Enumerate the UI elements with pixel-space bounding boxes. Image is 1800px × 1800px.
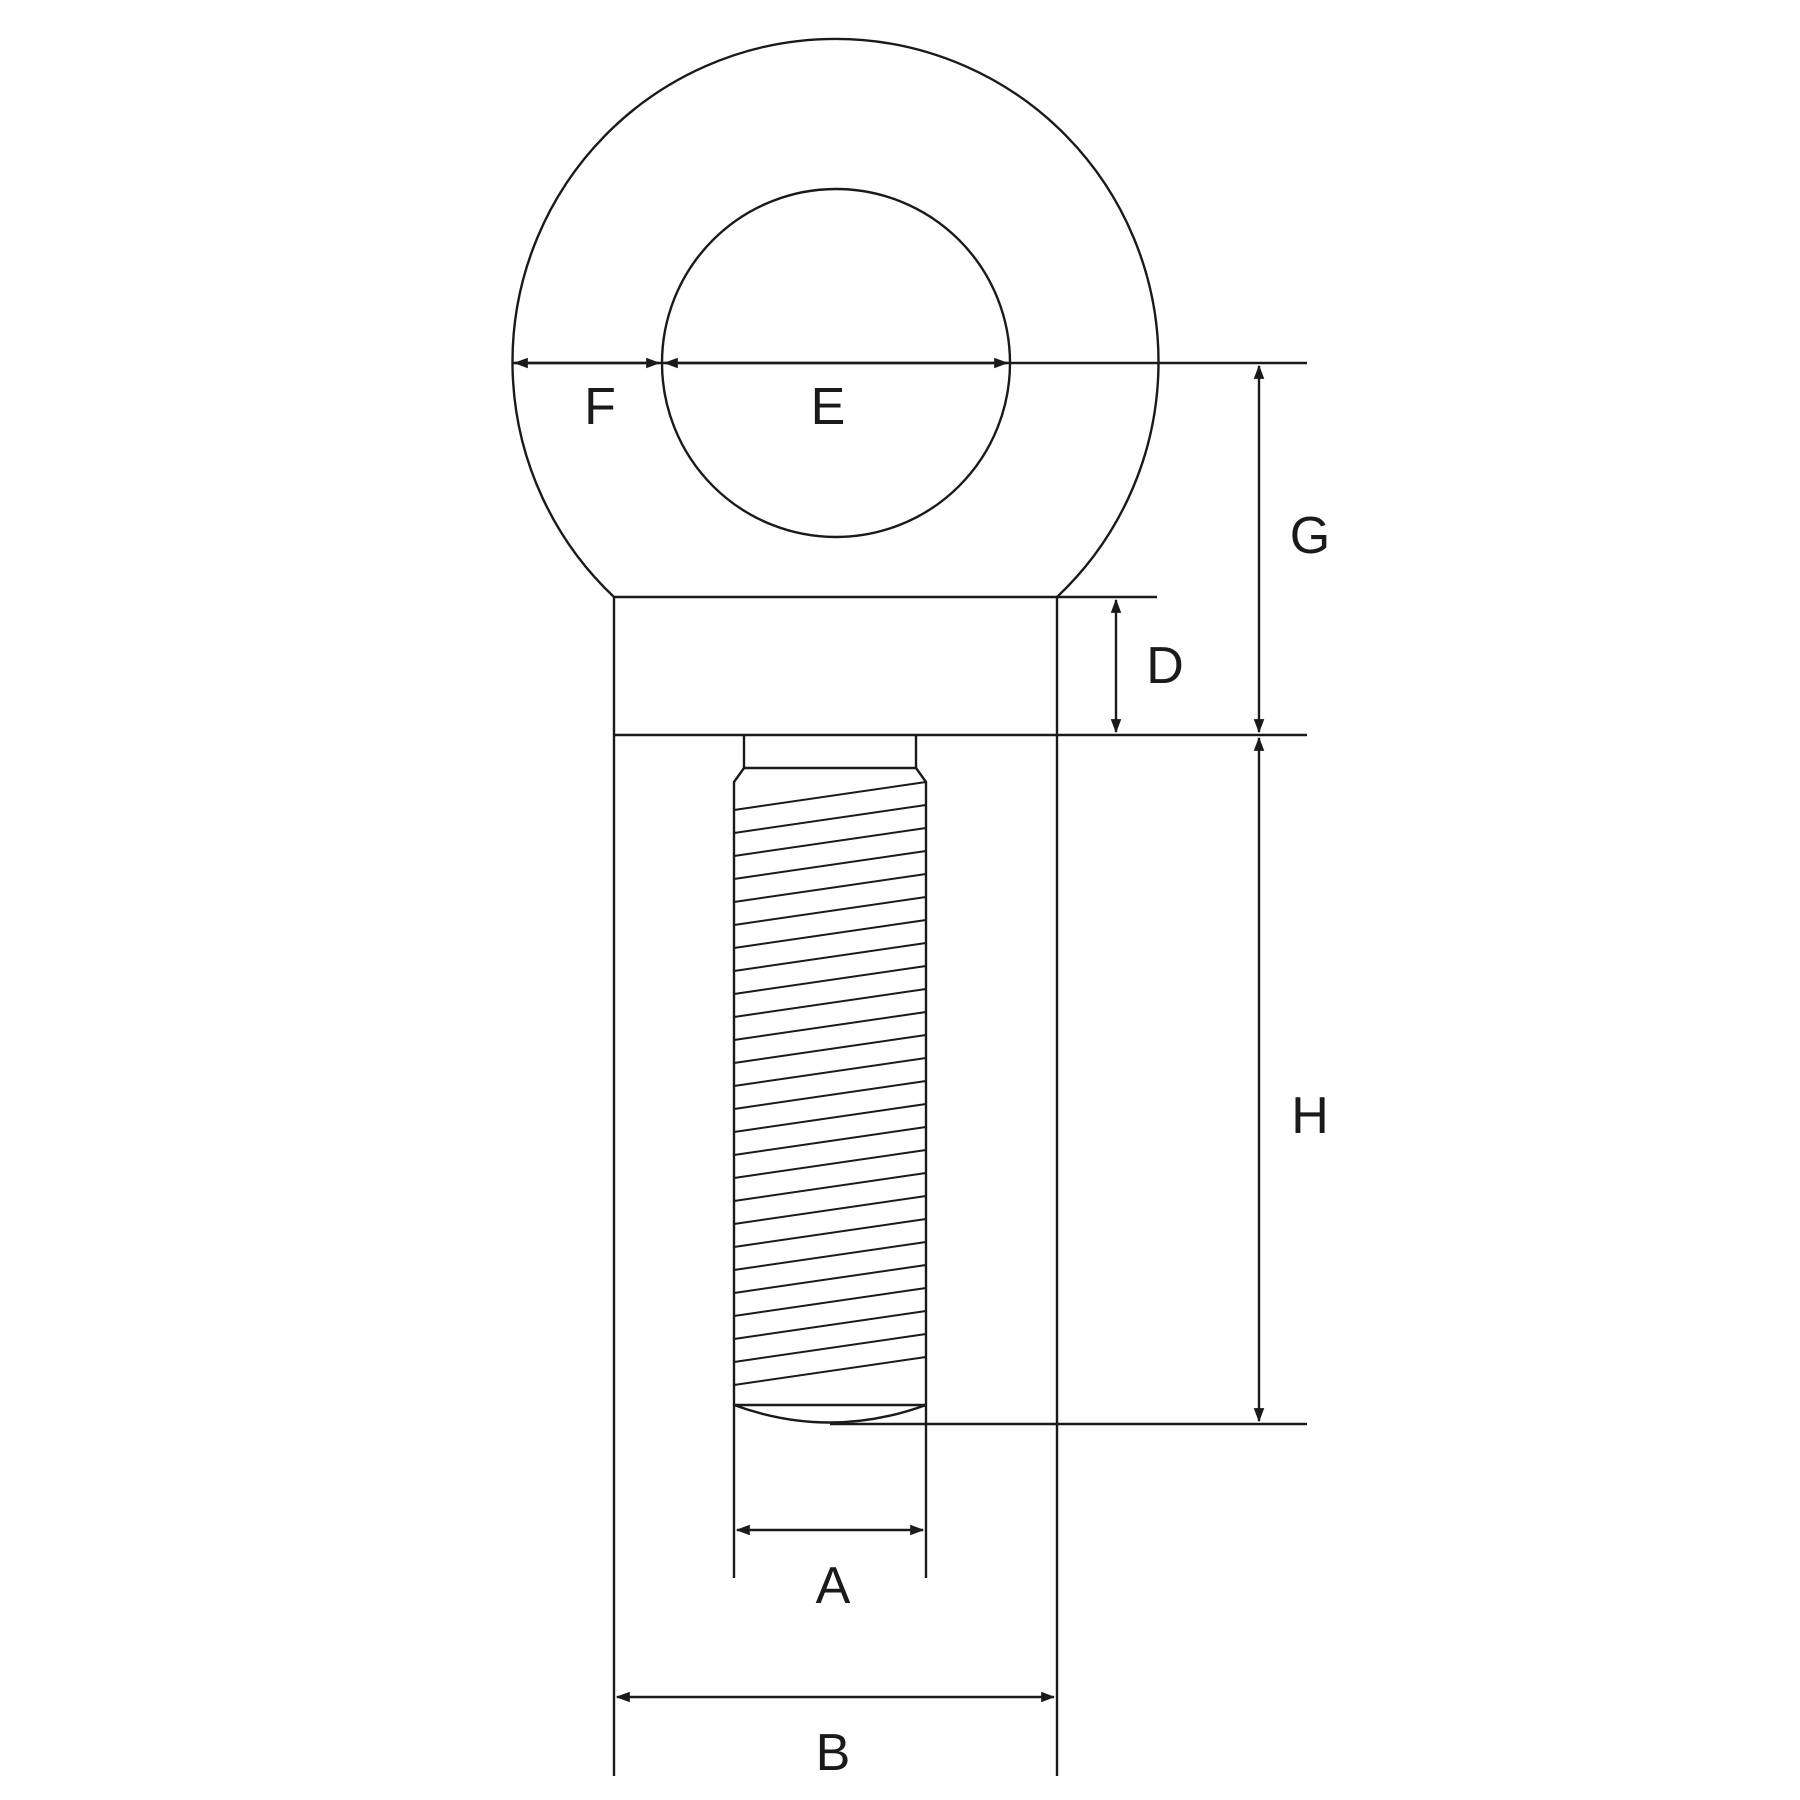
eye-outer-ring: [511, 37, 1160, 598]
thread-line: [733, 1287, 927, 1317]
label-d: D: [1146, 637, 1184, 695]
thread-line: [733, 942, 927, 972]
thread-line: [733, 850, 927, 880]
thread-line: [733, 1149, 927, 1179]
thread-line: [733, 1218, 927, 1248]
label-a: A: [816, 1557, 851, 1615]
thread-line: [733, 1333, 927, 1363]
threaded-shank-outline: [732, 767, 928, 1405]
thread-line: [733, 896, 927, 926]
thread-line: [733, 1011, 927, 1041]
label-e: E: [811, 378, 846, 436]
thread-lines: [733, 781, 927, 1386]
thread-line: [733, 1195, 927, 1225]
thread-line: [733, 919, 927, 949]
label-b: B: [816, 1724, 851, 1782]
label-h: H: [1291, 1087, 1329, 1145]
thread-line: [733, 873, 927, 903]
thread-line: [733, 1356, 927, 1386]
thread-line: [733, 1057, 927, 1087]
thread-line: [733, 1264, 927, 1294]
thread-line: [733, 827, 927, 857]
thread-line: [733, 804, 927, 834]
thread-line: [733, 1034, 927, 1064]
shank-tip: [733, 1403, 927, 1424]
thread-line: [733, 1080, 927, 1110]
label-g: G: [1290, 507, 1330, 565]
shank-neck: [742, 735, 918, 770]
label-f: F: [584, 378, 616, 436]
thread-line: [733, 965, 927, 995]
thread-line: [733, 781, 927, 811]
thread-line: [733, 1126, 927, 1156]
thread-line: [733, 1172, 927, 1202]
thread-line: [733, 1241, 927, 1271]
thread-line: [733, 988, 927, 1018]
thread-line: [733, 1103, 927, 1133]
thread-line: [733, 1310, 927, 1340]
